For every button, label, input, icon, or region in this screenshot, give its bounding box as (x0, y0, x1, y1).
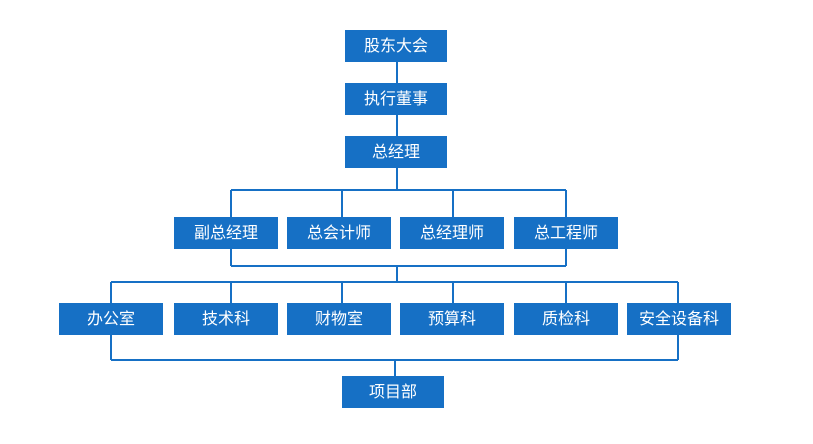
node-safety-equipment-section[interactable]: 安全设备科 (627, 303, 731, 335)
node-project-department[interactable]: 项目部 (342, 376, 444, 408)
node-chief-economist[interactable]: 总经理师 (400, 217, 504, 249)
node-shareholders-meeting[interactable]: 股东大会 (345, 30, 447, 62)
node-general-manager[interactable]: 总经理 (345, 136, 447, 168)
node-technical-section[interactable]: 技术科 (174, 303, 278, 335)
node-office[interactable]: 办公室 (59, 303, 163, 335)
node-finance-room[interactable]: 财物室 (287, 303, 391, 335)
node-chief-engineer[interactable]: 总工程师 (514, 217, 618, 249)
node-quality-section[interactable]: 质检科 (514, 303, 618, 335)
node-executive-director[interactable]: 执行董事 (345, 83, 447, 115)
node-deputy-general-manager[interactable]: 副总经理 (174, 217, 278, 249)
node-chief-accountant[interactable]: 总会计师 (287, 217, 391, 249)
node-budget-section[interactable]: 预算科 (400, 303, 504, 335)
